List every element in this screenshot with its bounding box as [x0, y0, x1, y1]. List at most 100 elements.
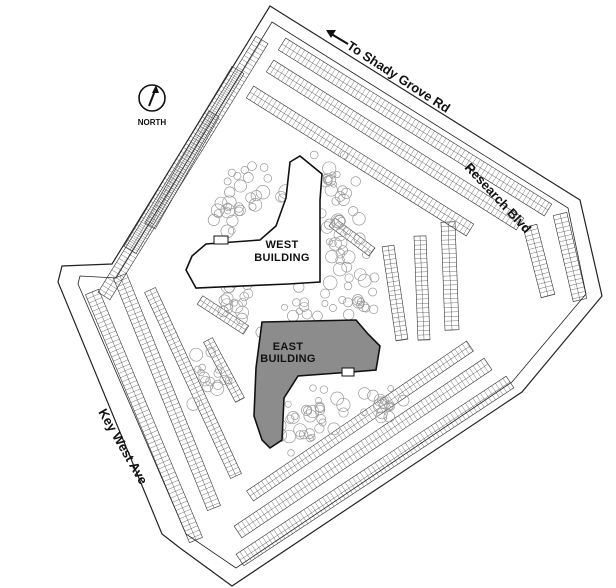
tree [330, 180, 338, 188]
tree [226, 214, 239, 227]
tree [327, 422, 341, 436]
west-building-label-line1: WEST [266, 239, 299, 251]
tree [284, 400, 292, 408]
tree [316, 414, 327, 424]
east-building[interactable] [253, 319, 381, 450]
tree [298, 429, 309, 440]
parking-row [235, 375, 515, 567]
tree [194, 365, 202, 373]
tree [287, 309, 299, 322]
tree [368, 287, 377, 297]
road-label-shady-grove: To Shady Grove Rd [344, 38, 453, 116]
tree [337, 185, 348, 196]
tree [299, 301, 310, 312]
tree [224, 376, 233, 385]
tree [236, 312, 248, 325]
tree [369, 304, 379, 314]
tree [291, 412, 299, 421]
tree [341, 261, 353, 273]
parking-row [246, 340, 474, 502]
tree [295, 307, 303, 315]
tree [337, 216, 346, 226]
tree [338, 245, 348, 256]
tree [210, 381, 225, 396]
tree [334, 191, 346, 202]
tree [320, 221, 334, 234]
tree [186, 397, 200, 411]
tree [299, 297, 310, 307]
tree [344, 273, 354, 283]
road-label-key-west-ave: Key West Ave [95, 406, 150, 487]
tree [248, 198, 263, 212]
tree [287, 449, 295, 457]
parking-row [552, 212, 588, 302]
tree [339, 150, 348, 159]
tree [338, 295, 347, 304]
tree [214, 196, 228, 210]
road-label-research-blvd: Research Blvd [462, 160, 535, 236]
tree [259, 163, 269, 172]
site-boundary [57, 5, 603, 587]
west-building[interactable] [185, 155, 323, 289]
tree [233, 179, 247, 193]
parking-row [144, 110, 220, 230]
east-building-label-line2: BUILDING [260, 353, 316, 365]
direction-arrow-shady-grove [326, 30, 349, 45]
tree [312, 310, 323, 322]
parking-row [113, 273, 221, 511]
tree [318, 418, 327, 427]
parking-row [277, 37, 553, 217]
tree [354, 296, 363, 305]
parking-row [522, 223, 556, 299]
tree [343, 227, 351, 235]
tree [333, 171, 341, 178]
tree [367, 389, 379, 402]
tree [224, 186, 236, 198]
tree [255, 185, 271, 200]
parking-row [233, 357, 493, 539]
tree [221, 292, 234, 305]
tree [303, 409, 317, 423]
tree [338, 407, 349, 418]
tree [325, 250, 339, 264]
tree [309, 150, 319, 160]
west-building-label-line2: BUILDING [254, 252, 310, 264]
tree [286, 411, 300, 424]
tree [362, 250, 371, 259]
tree [358, 387, 371, 400]
tree [227, 168, 236, 177]
tree [323, 218, 336, 230]
tree [263, 174, 273, 183]
parking-row [123, 65, 245, 255]
tree [248, 202, 257, 211]
tree [328, 304, 337, 312]
parking-row [203, 337, 245, 403]
parking-row [245, 85, 475, 237]
tree [379, 398, 390, 410]
parking-row [413, 235, 431, 341]
tree [350, 176, 361, 187]
parking-row [265, 59, 525, 231]
tree [242, 172, 254, 183]
tree [328, 237, 342, 251]
tree [222, 195, 237, 210]
north-label: NORTH [138, 118, 167, 127]
tree [303, 406, 312, 415]
tree [223, 177, 232, 186]
tree [397, 394, 410, 407]
tree [250, 190, 262, 202]
east-building-label-line1: EAST [273, 341, 304, 353]
tree [352, 294, 364, 306]
tree [308, 433, 316, 442]
tree [333, 228, 347, 242]
tree [330, 391, 345, 406]
tree [322, 275, 338, 291]
tree [322, 172, 333, 183]
tree [227, 226, 236, 235]
tree [322, 161, 337, 176]
tree [239, 291, 249, 302]
parking-row [144, 287, 242, 479]
tree [340, 187, 352, 199]
tree [341, 250, 356, 264]
